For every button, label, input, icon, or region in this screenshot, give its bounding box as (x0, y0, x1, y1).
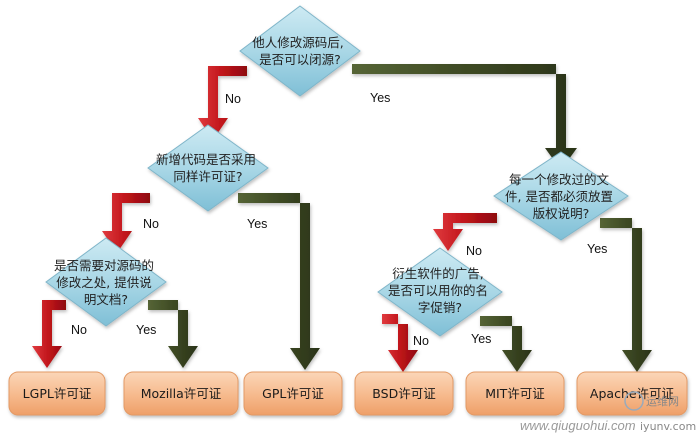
svg-text:是否需要对源码的 修改之处, 提供说: 是否需要对源码的 修改之处, 提供说 明文档? (54, 258, 158, 307)
svg-text:运维网: 运维网 (646, 395, 679, 408)
watermark-site: www.qiuguohui.com (520, 418, 636, 433)
svg-text:新增代码是否采用 同样许可证?: 新增代码是否采用 同样许可证? (156, 152, 260, 184)
svg-text:每一个修改过的文 件, 是否都必须放置: 每一个修改过的文 件, 是否都必须放置 版权说明? (505, 172, 617, 221)
license-apache: Apache许可证 (576, 371, 688, 416)
license-lgpl: LGPL许可证 (8, 371, 106, 416)
decision-closed-source: 他人修改源码后, 是否可以闭源? (239, 5, 361, 97)
arrow-d2-yes (238, 193, 320, 370)
label-d2-no: No (143, 217, 159, 231)
label-d5-no: No (413, 334, 429, 348)
svg-text:Apache许可证: Apache许可证 (590, 386, 675, 401)
label-d1-no: No (225, 92, 241, 106)
arrow-d2-no (102, 193, 150, 253)
label-d4-no: No (466, 244, 482, 258)
license-mozilla: Mozilla许可证 (123, 371, 239, 416)
label-d5-yes: Yes (471, 332, 491, 346)
license-mit: MIT许可证 (465, 371, 565, 416)
arrow-d3-yes (148, 300, 198, 368)
svg-text:Mozilla许可证: Mozilla许可证 (141, 386, 222, 401)
arrow-d3-no (32, 300, 66, 368)
arrow-d4-no (433, 213, 497, 251)
decision-document-changes: 是否需要对源码的 修改之处, 提供说 明文档? (45, 237, 167, 327)
arrow-d1-yes (352, 64, 577, 170)
label-d1-yes: Yes (370, 91, 390, 105)
label-d4-yes: Yes (587, 242, 607, 256)
decision-copyright-notice: 每一个修改过的文 件, 是否都必须放置 版权说明? (493, 151, 629, 241)
decision-same-license: 新增代码是否采用 同样许可证? (147, 124, 269, 212)
arrow-d5-yes (480, 316, 532, 372)
watermark-brand: 运维网 iyunv.com (624, 391, 696, 433)
label-d2-yes: Yes (247, 217, 267, 231)
label-d3-yes: Yes (136, 323, 156, 337)
svg-text:iyunv.com: iyunv.com (640, 420, 696, 433)
svg-text:GPL许可证: GPL许可证 (262, 386, 324, 401)
label-d3-no: No (71, 323, 87, 337)
decision-name-promotion: 衍生软件的广告, 是否可以用你的名 字促销? (377, 247, 503, 337)
svg-text:BSD许可证: BSD许可证 (372, 386, 436, 401)
brand-logo-icon (624, 391, 644, 411)
arrow-d1-no (198, 66, 247, 140)
arrow-d4-yes (600, 218, 652, 372)
license-bsd: BSD许可证 (354, 371, 454, 416)
license-gpl: GPL许可证 (243, 371, 343, 416)
arrow-d5-no (382, 314, 418, 372)
svg-text:LGPL许可证: LGPL许可证 (23, 386, 92, 401)
svg-text:MIT许可证: MIT许可证 (485, 386, 545, 401)
svg-text:衍生软件的广告, 是否可以用你的名: 衍生软件的广告, 是否可以用你的名 字促销? (388, 266, 492, 315)
svg-text:他人修改源码后, 是否可以闭源?: 他人修改源码后, 是否可以闭源? (252, 35, 347, 67)
